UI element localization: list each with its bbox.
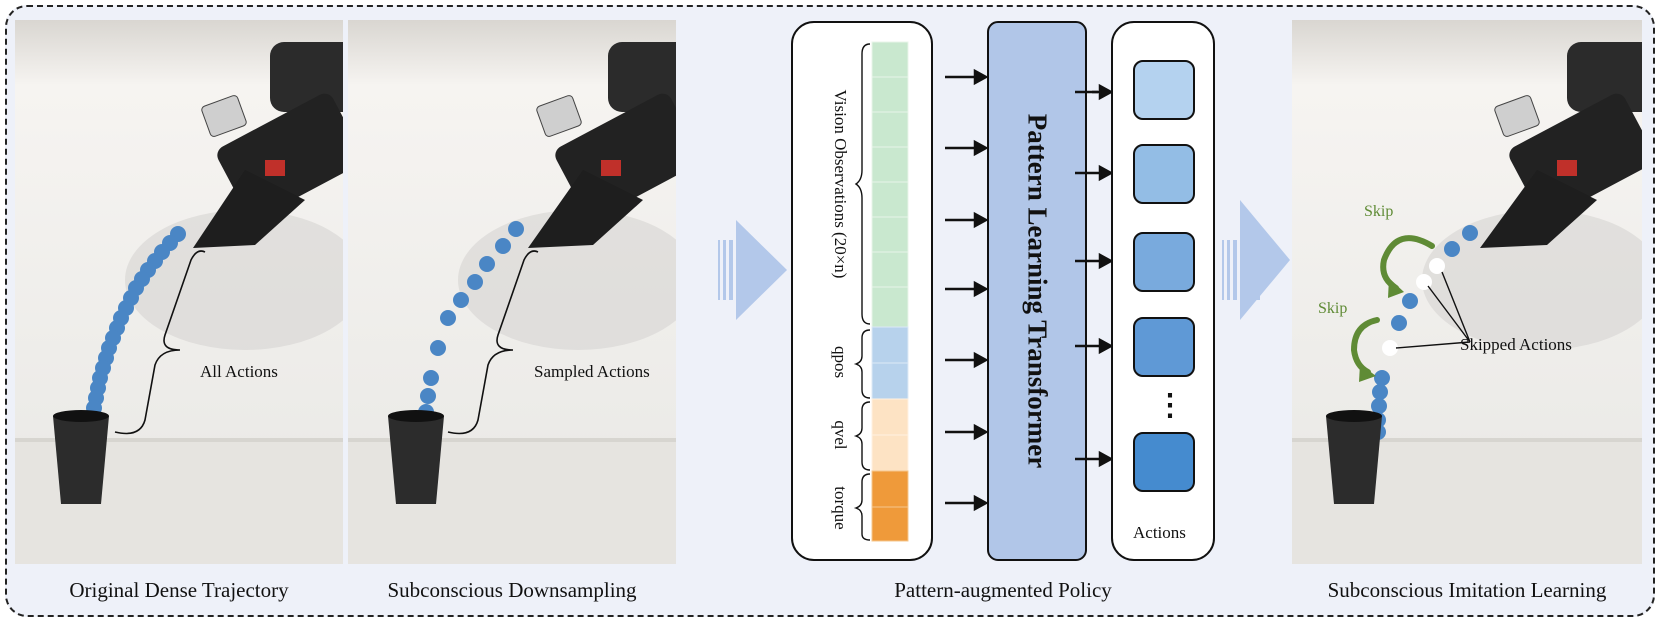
downsampling-photo <box>348 20 676 564</box>
caption-policy: Pattern-augmented Policy <box>894 578 1112 602</box>
brace <box>114 250 206 435</box>
qvel-label: qvel <box>831 420 850 450</box>
skipped-pointer-lines <box>1395 271 1471 349</box>
actions-label: Actions <box>1133 523 1186 542</box>
imitation-photo <box>1292 20 1642 564</box>
cup <box>53 410 109 504</box>
actions-ellipsis: ⋮ <box>1155 389 1185 422</box>
vision-label: Vision Observations (20×n) <box>831 89 850 279</box>
sampled-actions-label: Sampled Actions <box>534 362 650 381</box>
cup <box>1326 410 1382 504</box>
caption-downsampling: Subconscious Downsampling <box>387 578 637 602</box>
skipped-action-dots <box>1382 258 1445 356</box>
caption-imitation: Subconscious Imitation Learning <box>1327 578 1607 602</box>
torque-label: torque <box>831 486 850 530</box>
skip-arrow-heads <box>1359 278 1404 382</box>
robot-arm <box>193 42 343 248</box>
caption-dense: Original Dense Trajectory <box>69 578 289 602</box>
qpos-label: qpos <box>831 345 850 379</box>
all-actions-label: All Actions <box>200 362 278 381</box>
robot-arm <box>1480 42 1642 248</box>
skipped-actions-label: Skipped Actions <box>1460 335 1572 354</box>
brace <box>447 250 539 435</box>
skip-label-1: Skip <box>1364 203 1394 220</box>
skip-label-2: Skip <box>1318 300 1348 317</box>
dense-trajectory-photo <box>15 20 343 564</box>
transformer-label: Pattern Learning Transformer <box>1022 113 1053 469</box>
robot-arm <box>528 42 676 248</box>
dense-action-dots <box>80 226 186 446</box>
cup <box>388 410 444 504</box>
